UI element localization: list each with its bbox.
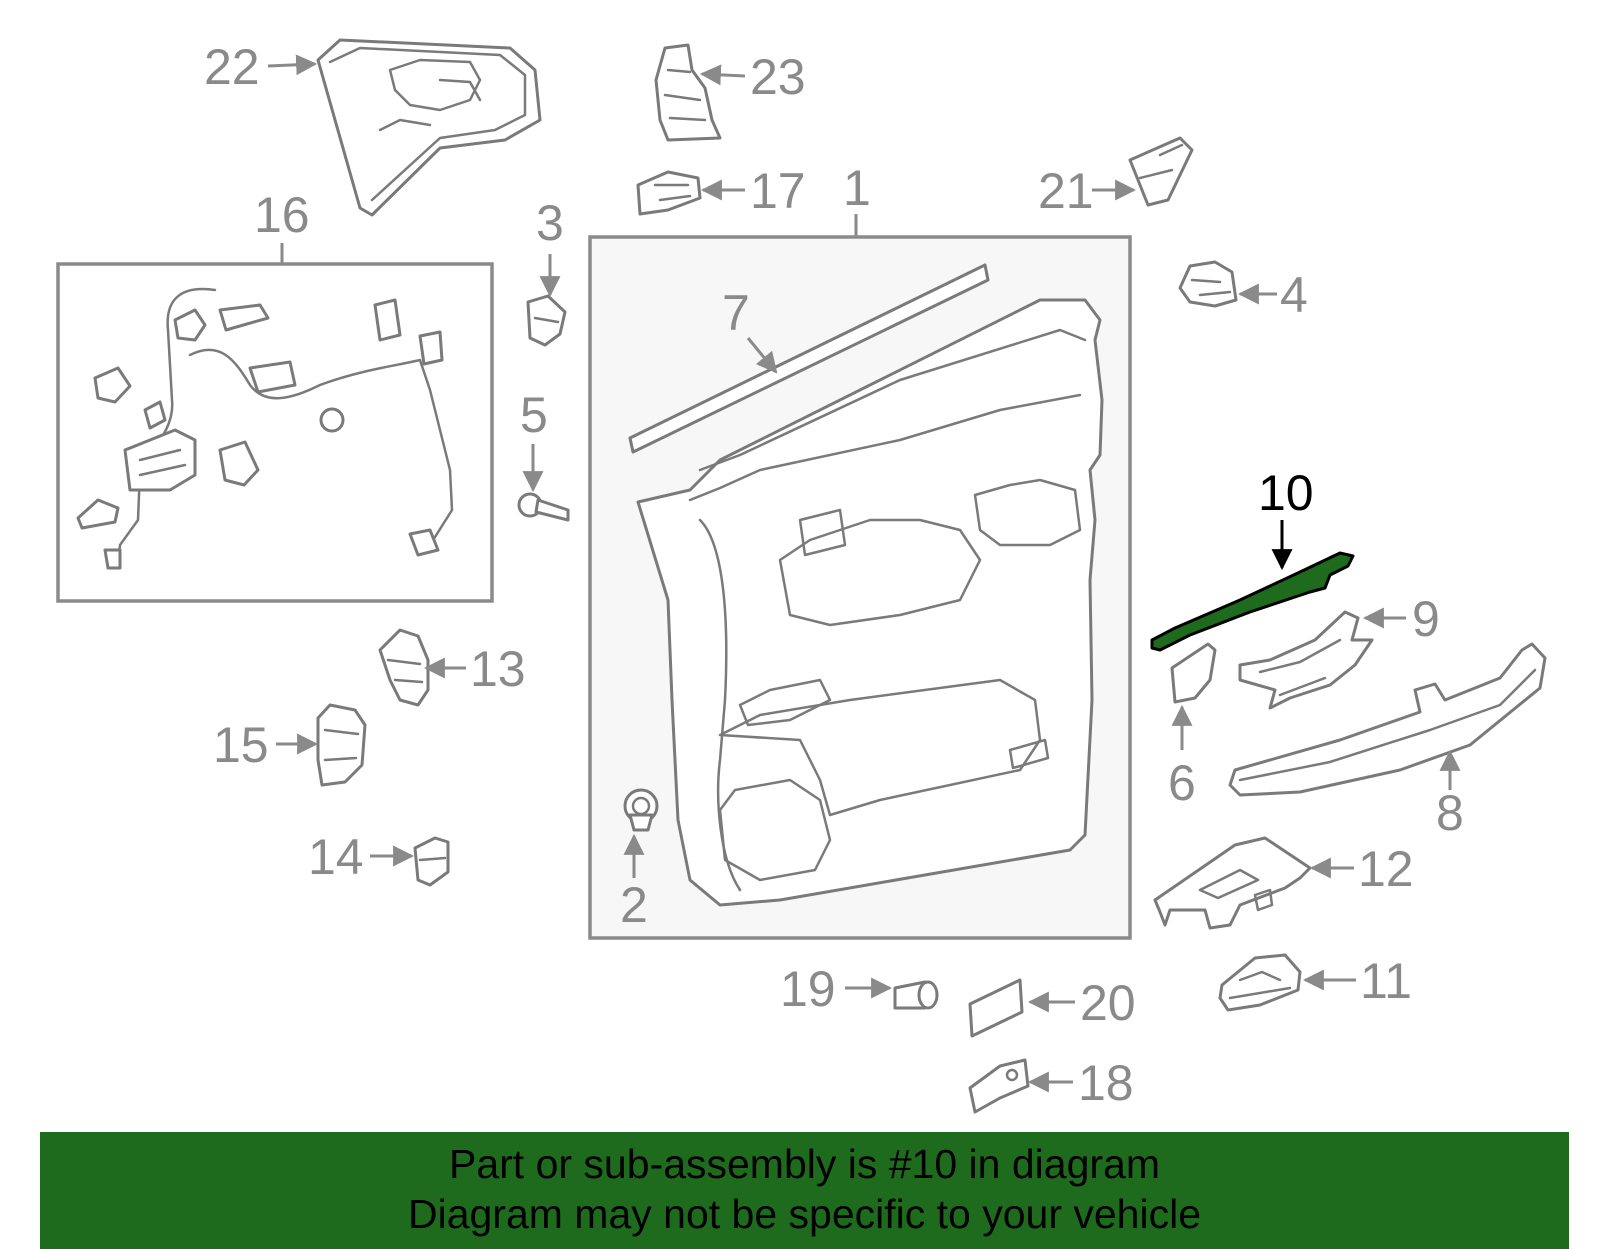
callout-7: 7 xyxy=(722,285,750,341)
callout-18: 18 xyxy=(1078,1055,1134,1111)
callout-15: 15 xyxy=(213,717,269,773)
callout-22-leader xyxy=(267,54,318,76)
callout-11: 11 xyxy=(1360,953,1412,1009)
part-12-switch-panel xyxy=(1153,836,1312,930)
callout-23: 23 xyxy=(750,49,806,105)
callout-4: 4 xyxy=(1280,267,1308,323)
callout-20: 20 xyxy=(1080,975,1136,1031)
part-14-clip xyxy=(413,836,450,887)
part-17-clip xyxy=(636,170,702,216)
part-5-screw xyxy=(517,492,570,522)
callout-5: 5 xyxy=(520,387,548,443)
callout-23-leader xyxy=(699,64,746,86)
part-8-armrest xyxy=(1228,642,1547,797)
banner-line-2: Diagram may not be specific to your vehi… xyxy=(407,1191,1201,1237)
callout-16: 16 xyxy=(254,187,310,243)
part-10-shape xyxy=(1150,551,1355,652)
part-1-door-panel xyxy=(628,263,1104,907)
callout-9: 9 xyxy=(1412,591,1440,647)
callout-7-leader xyxy=(746,337,778,374)
part-4-clip xyxy=(1178,260,1238,308)
callout-1: 1 xyxy=(843,160,871,216)
part-19-bulb xyxy=(893,980,939,1010)
part-16-harness xyxy=(76,287,454,570)
callout-21: 21 xyxy=(1038,163,1094,219)
callout-8: 8 xyxy=(1436,785,1464,841)
part-6-cover xyxy=(1170,642,1217,704)
callout-2: 2 xyxy=(620,877,648,933)
callout-10: 10 xyxy=(1258,465,1314,521)
callout-14: 14 xyxy=(308,829,364,885)
callout-17: 17 xyxy=(750,163,806,219)
part-18-plate xyxy=(968,1058,1030,1114)
info-banner: Part or sub-assembly is #10 in diagram D… xyxy=(40,1132,1569,1249)
callout-3: 3 xyxy=(536,195,564,251)
part-21-bracket xyxy=(1128,136,1194,207)
part-15-bracket xyxy=(316,703,367,787)
part-10-trim-highlighted xyxy=(1150,551,1355,652)
callout-6: 6 xyxy=(1168,755,1196,811)
part-13-clip xyxy=(378,628,430,707)
part-3-clip xyxy=(526,294,567,347)
part-9-bracket xyxy=(1238,610,1374,710)
part-22-trim xyxy=(316,38,542,217)
part-23-bracket xyxy=(654,43,722,142)
part-20-pad xyxy=(968,978,1024,1038)
part-11-switch xyxy=(1218,953,1302,1012)
callout-12: 12 xyxy=(1358,841,1414,897)
callout-22: 22 xyxy=(204,39,260,95)
callout-19: 19 xyxy=(780,961,836,1017)
banner-line-1: Part or sub-assembly is #10 in diagram xyxy=(449,1141,1160,1187)
callout-13: 13 xyxy=(470,641,526,697)
part-2-clip xyxy=(623,788,659,832)
